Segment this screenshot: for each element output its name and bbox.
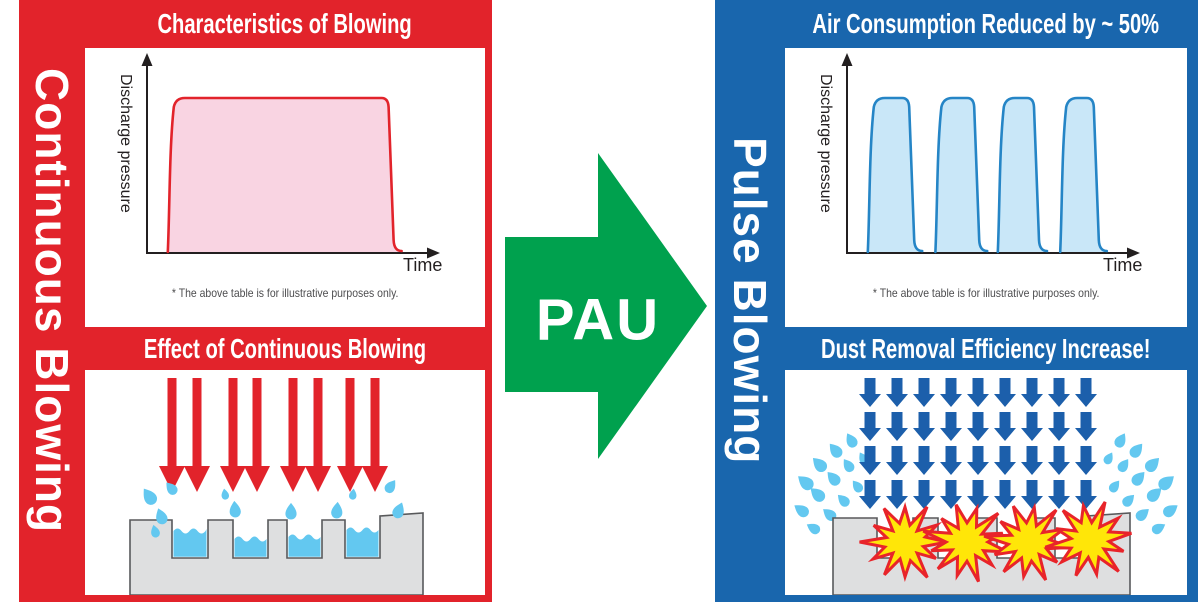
continuous-blowing-vertical-label: Continuous Blowing (26, 68, 78, 534)
effect-of-continuous-blowing-header: Effect of Continuous Blowing (143, 332, 427, 364)
pau-label: PAU (536, 288, 660, 353)
continuous-effect-illustration (85, 370, 485, 595)
pulse-pressure-chart (841, 53, 1140, 259)
pulse-effect-drawing (794, 378, 1178, 595)
pulse-chart-panel: Discharge pressure Time * The above tabl… (785, 48, 1187, 327)
continuous-chart-panel: Discharge pressure Time * The above tabl… (85, 48, 485, 327)
continuous-blowing-panel: Continuous Blowing Characteristics of Bl… (19, 0, 492, 602)
y-axis-label: Discharge pressure (117, 74, 134, 213)
x-axis-label: Time (403, 255, 443, 275)
pulse-blowing-panel: Pulse Blowing Air Consumption Reduced by… (715, 0, 1198, 602)
chart-footnote: * The above table is for illustrative pu… (872, 286, 1100, 300)
pulse-effect-illustration (785, 370, 1187, 595)
characteristics-of-blowing-header: Characteristics of Blowing (157, 8, 413, 39)
chart-footnote: * The above table is for illustrative pu… (171, 286, 399, 300)
air-consumption-header: Air Consumption Reduced by ~ 50% (812, 8, 1160, 39)
dust-removal-header: Dust Removal Efficiency Increase! (821, 332, 1151, 364)
continuous-pressure-chart (141, 53, 440, 259)
pulse-blowing-vertical-label: Pulse Blowing (724, 137, 776, 465)
continuous-effect-drawing (129, 378, 424, 595)
x-axis-label: Time (1103, 255, 1143, 275)
y-axis-label: Discharge pressure (817, 74, 834, 213)
right-arrow-icon (505, 153, 707, 459)
pau-arrow-icon: PAU (505, 153, 707, 459)
